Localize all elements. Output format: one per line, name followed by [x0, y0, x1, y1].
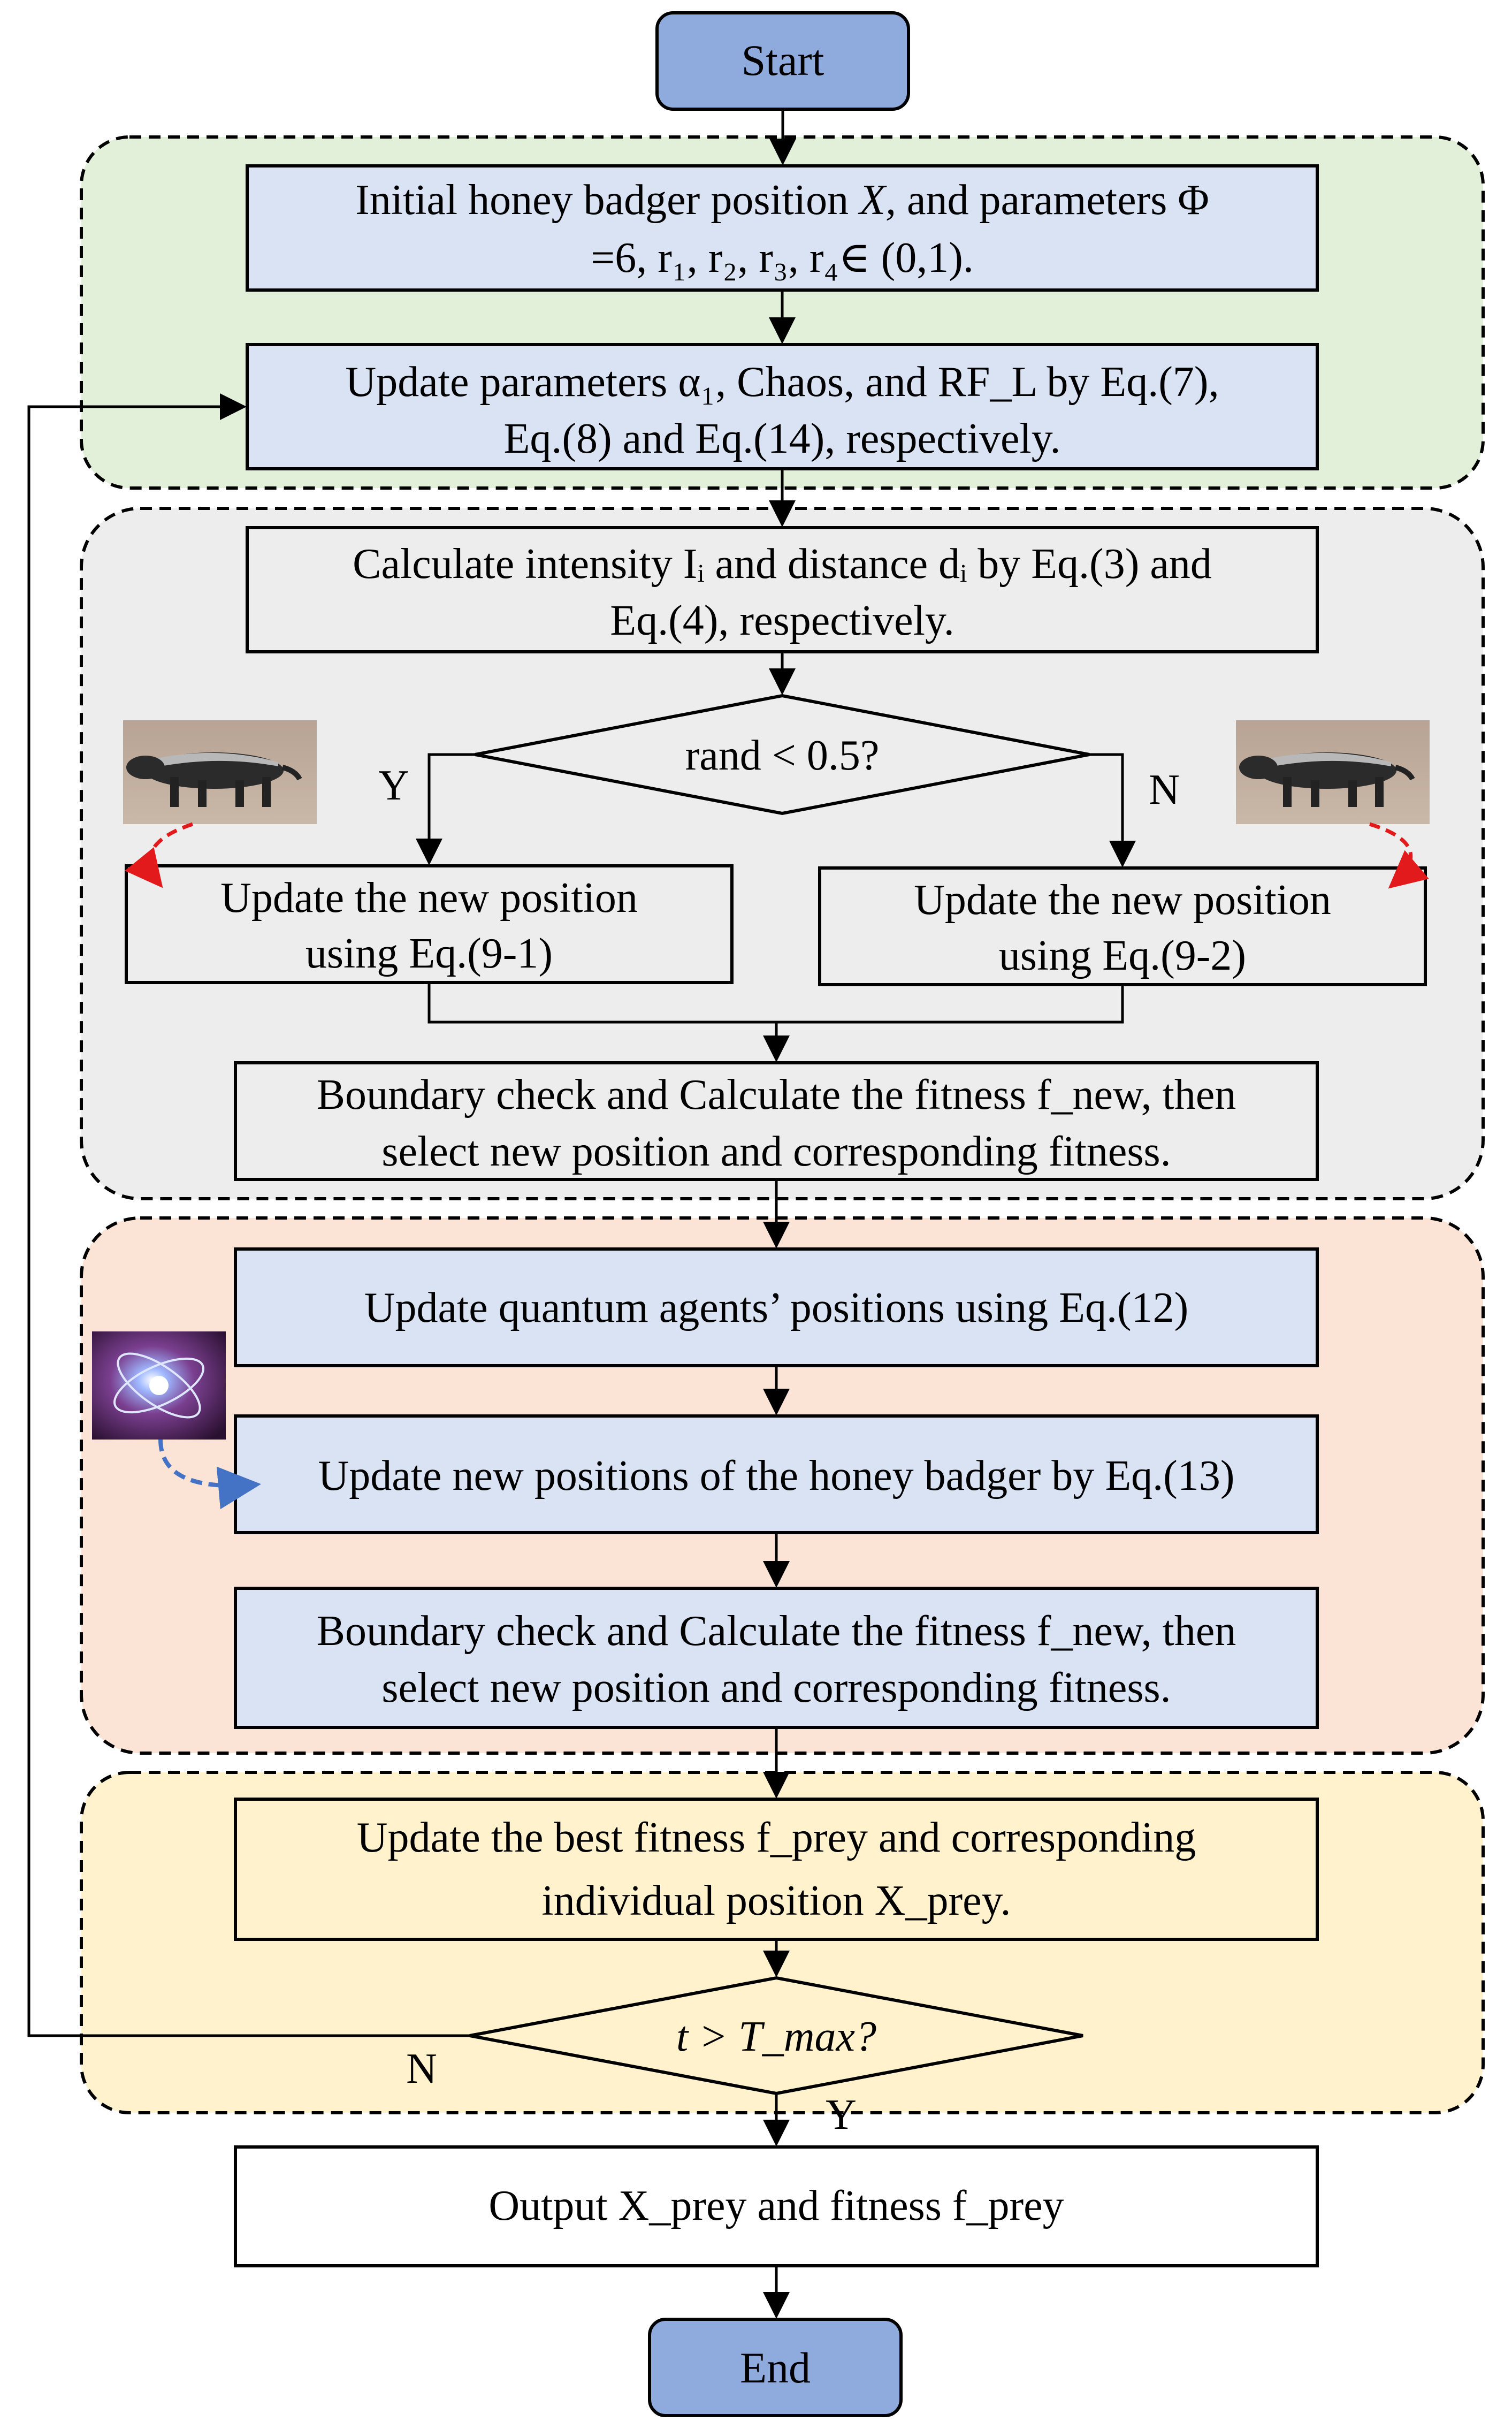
honey-badger-update-text: Update new positions of the honey badger…	[318, 1452, 1235, 1499]
end-terminal	[648, 2318, 903, 2417]
loop-no-label: N	[406, 2045, 437, 2092]
red-arrow-right	[1369, 822, 1429, 889]
no-label: N	[1149, 766, 1180, 813]
update-params-box	[246, 343, 1319, 470]
calc-line1: Calculate intensity Iᵢ and distance dᵢ b…	[353, 540, 1212, 588]
honey-badger-image-left	[123, 720, 317, 824]
update-92-line2: using Eq.(9-2)	[999, 932, 1246, 979]
update-params-line1: Update parameters α₁, Chaos, and RF_L by…	[345, 359, 1219, 406]
quantum-agents-text: Update quantum agents’ positions using E…	[364, 1284, 1189, 1331]
decision-t	[469, 1976, 1083, 2096]
calc-line2: Eq.(4), respectively.	[610, 597, 954, 644]
exit-yes-label: Y	[826, 2091, 857, 2138]
quantum-atom-image	[92, 1331, 226, 1440]
output-box	[234, 2145, 1319, 2267]
update-92-line1: Update the new position	[914, 877, 1331, 924]
output-text: Output X_prey and fitness f_prey	[488, 2182, 1064, 2229]
decision-rand-label: rand < 0.5?	[685, 732, 880, 779]
update-params-line2: Eq.(8) and Eq.(14), respectively.	[503, 415, 1060, 462]
best-line2: individual position X_prey.	[542, 1877, 1011, 1924]
init-text-line1: Initial honey badger position X, and par…	[355, 177, 1209, 224]
red-arrow-left	[125, 822, 194, 888]
yes-label: Y	[378, 762, 409, 809]
best-line1: Update the best fitness f_prey and corre…	[357, 1814, 1196, 1861]
blue-arrow-quantum	[158, 1439, 261, 1510]
best-fitness-box	[234, 1798, 1319, 1941]
boundary2-line1: Boundary check and Calculate the fitness…	[317, 1608, 1236, 1655]
quantum-agents-box	[234, 1247, 1319, 1367]
calc-box	[246, 526, 1319, 653]
update-91-line1: Update the new position	[220, 874, 638, 922]
boundary2-line2: select new position and corresponding fi…	[381, 1664, 1171, 1711]
boundary1-line2: select new position and corresponding fi…	[381, 1128, 1171, 1175]
update-92-box	[818, 866, 1427, 986]
end-label: End	[740, 2343, 811, 2392]
honey-badger-image-right	[1236, 720, 1430, 824]
boundary2-box	[234, 1587, 1319, 1729]
connectors	[27, 109, 1136, 2319]
init-box	[246, 164, 1319, 292]
init-text-line2: =6, r₁, r₂, r₃, r₄∈ (0,1).	[591, 234, 974, 281]
update-91-line2: using Eq.(9-1)	[306, 930, 553, 977]
update-91-box	[125, 864, 734, 984]
decision-t-label: t > T_max?	[676, 2013, 876, 2060]
start-label: Start	[742, 36, 824, 85]
boundary1-line1: Boundary check and Calculate the fitness…	[317, 1071, 1236, 1118]
boundary1-box	[234, 1061, 1319, 1181]
honey-badger-update-box	[234, 1414, 1319, 1534]
